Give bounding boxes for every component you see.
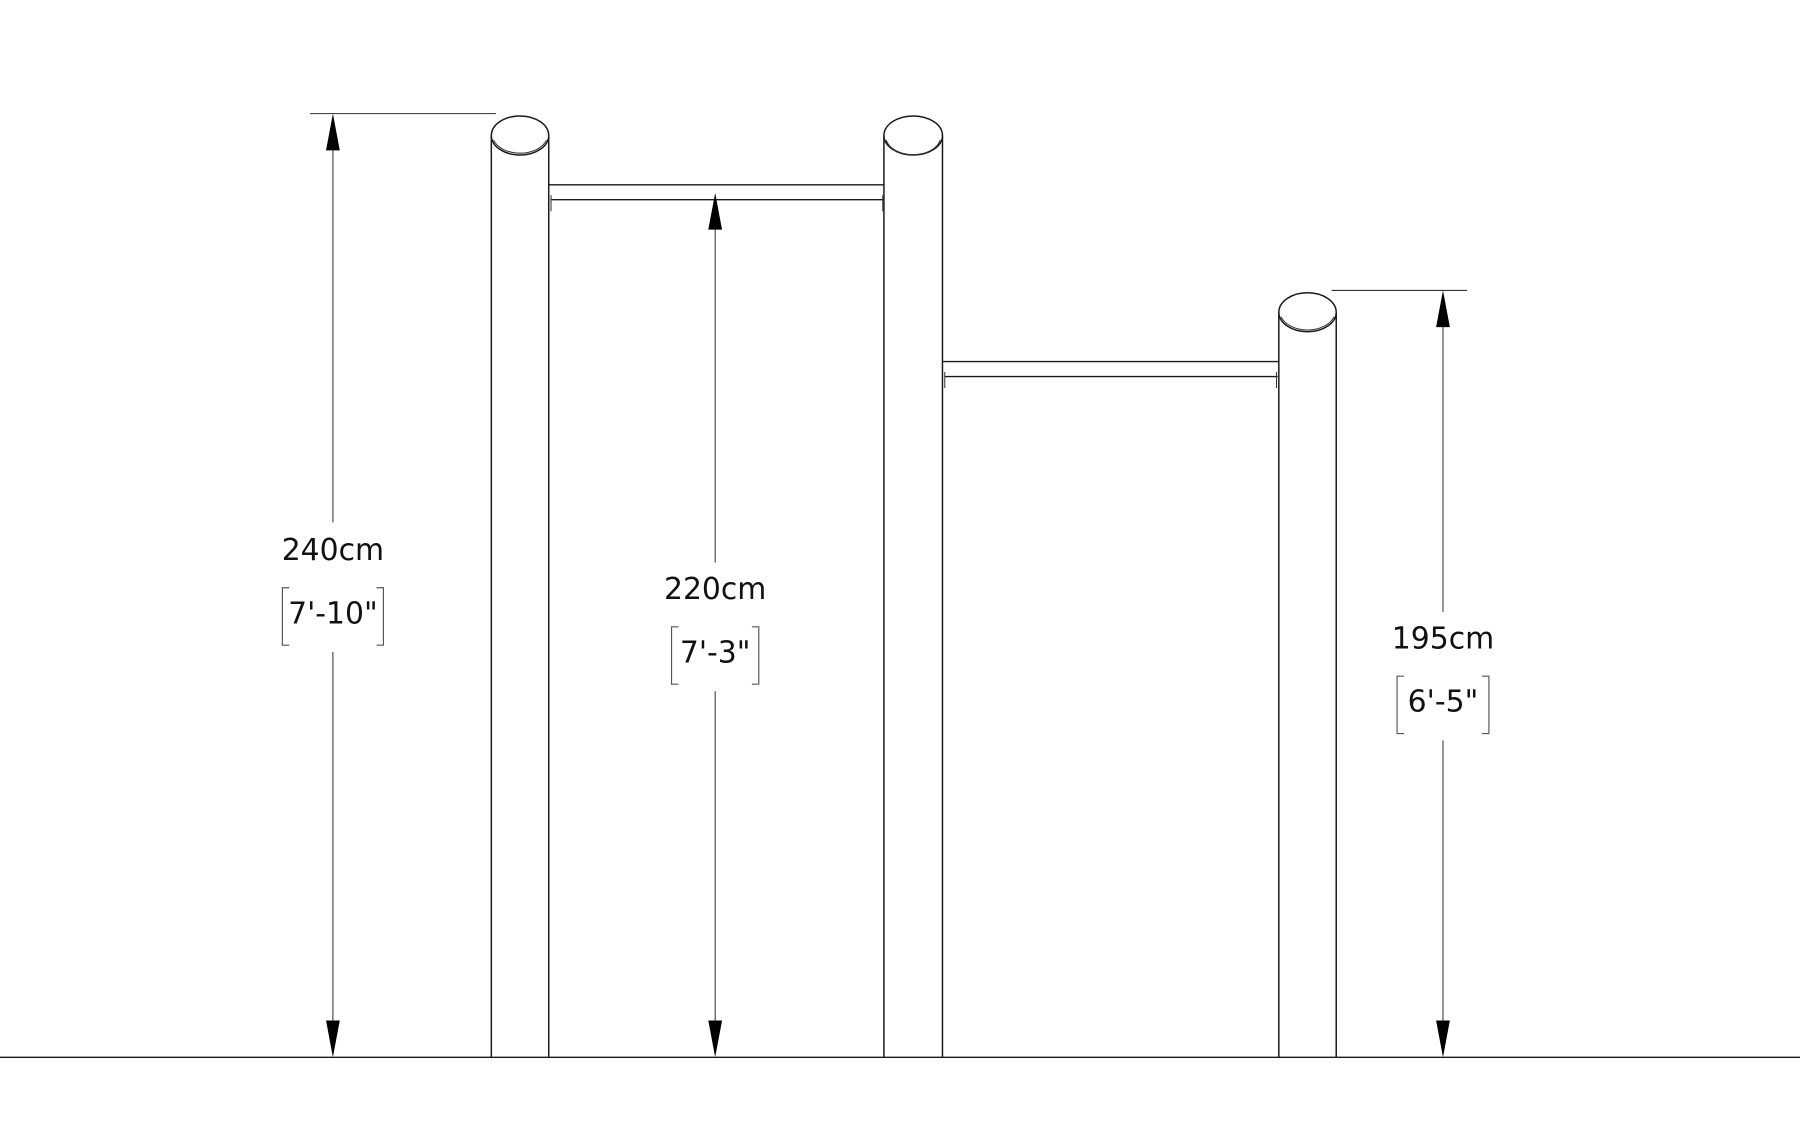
dimension-imperial-label: 7'-10" xyxy=(288,596,378,631)
dimension-metric-label: 240cm xyxy=(282,533,384,568)
dimension-high-bar-clearance: 220cm 7'-3" xyxy=(664,192,766,1058)
dimension-metric-label: 220cm xyxy=(664,572,766,607)
post-middle xyxy=(883,115,944,1058)
post-left xyxy=(490,115,550,1058)
dimension-post-height: 240cm 7'-10" xyxy=(282,113,496,1058)
low-bar xyxy=(942,360,1279,389)
dimension-low-post-height: 195cm 6'-5" xyxy=(1331,289,1494,1058)
dimension-imperial-label: 6'-5" xyxy=(1408,685,1479,720)
dimension-metric-label: 195cm xyxy=(1392,622,1494,657)
dimension-imperial-label: 7'-3" xyxy=(680,635,751,670)
post-right xyxy=(1278,291,1337,1058)
high-bar xyxy=(548,184,884,212)
